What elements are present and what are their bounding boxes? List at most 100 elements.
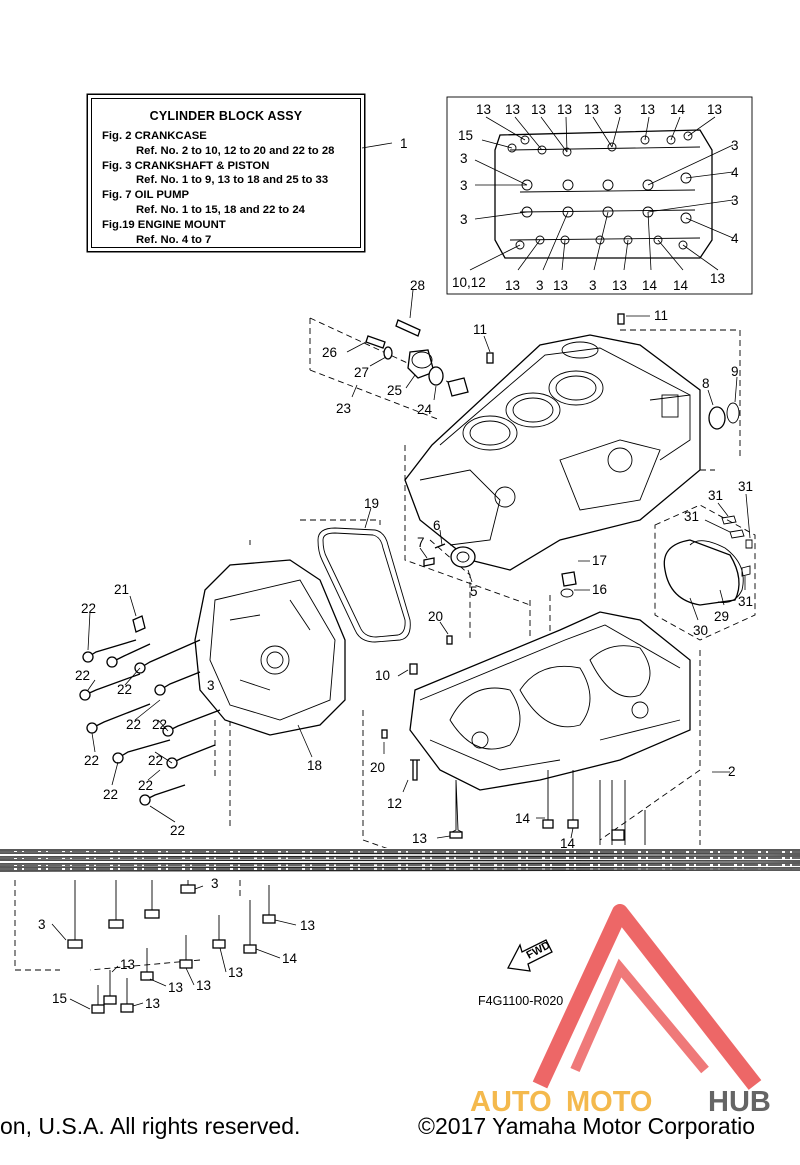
callout-4: 4 — [731, 165, 739, 180]
callout-9: 9 — [731, 364, 739, 379]
callout-13: 13 — [710, 271, 725, 286]
reference-line: Ref. No. 1 to 9, 13 to 18 and 25 to 33 — [136, 174, 329, 187]
callout-3: 3 — [731, 138, 739, 153]
callout-16: 16 — [592, 582, 607, 597]
callout-21: 21 — [114, 582, 129, 597]
callout-30: 30 — [693, 623, 708, 638]
reference-line: Fig. 2 CRANKCASE — [102, 130, 207, 142]
callout-3: 3 — [536, 278, 544, 293]
callout-13: 13 — [196, 978, 211, 993]
callout-3: 3 — [589, 278, 597, 293]
callout-26: 26 — [322, 345, 337, 360]
callout-3: 3 — [614, 102, 622, 117]
drawing-code: F4G1100-R020 — [478, 994, 563, 1008]
reference-line: Fig. 3 CRANKSHAFT & PISTON — [102, 159, 270, 172]
reference-line: Ref. No. 2 to 10, 12 to 20 and 22 to 28 — [136, 144, 335, 157]
callout-13: 13 — [557, 102, 572, 117]
callout-22: 22 — [170, 823, 185, 838]
callout-13: 13 — [300, 918, 315, 933]
callout-3: 3 — [731, 193, 739, 208]
callout-31: 31 — [684, 509, 699, 524]
callout-31: 31 — [738, 479, 753, 494]
callout-5: 5 — [470, 584, 478, 599]
callout-3: 3 — [460, 151, 468, 166]
crankcase-bolts — [449, 770, 646, 845]
callout-11: 11 — [473, 322, 487, 337]
watermark-moto: MOTO — [566, 1086, 652, 1118]
callout-22: 22 — [126, 717, 141, 732]
callout-4: 4 — [731, 231, 739, 246]
watermark-auto: AUTO — [470, 1086, 552, 1118]
reference-box-lines: Fig. 2 CRANKCASE Ref. No. 2 to 10, 12 to… — [102, 129, 360, 247]
reference-box: CYLINDER BLOCK ASSY Fig. 2 CRANKCASE Ref… — [91, 98, 361, 248]
crankcase — [409, 611, 691, 791]
callout-13: 13 — [476, 102, 491, 117]
callout-15: 15 — [52, 991, 67, 1006]
callout-8: 8 — [702, 376, 710, 391]
callout-22: 22 — [138, 778, 153, 793]
callout-3: 3 — [460, 212, 468, 227]
callout-20: 20 — [370, 760, 385, 775]
watermark-hub: HUB — [708, 1086, 771, 1118]
callout-13: 13 — [531, 102, 546, 117]
callout-13: 13 — [412, 831, 427, 846]
callout-13: 13 — [553, 278, 568, 293]
callout-14: 14 — [670, 102, 686, 117]
callout-1: 1 — [400, 136, 408, 151]
callout-28: 28 — [410, 278, 425, 293]
callout-11: 11 — [654, 308, 668, 323]
callout-22: 22 — [75, 668, 90, 683]
callout-24: 24 — [417, 402, 433, 417]
copyright-left: on, U.S.A. All rights reserved. — [0, 1113, 301, 1139]
callout-22: 22 — [81, 601, 96, 616]
callout-10-12: 10,12 — [452, 275, 486, 290]
bolts-22 — [79, 639, 221, 806]
callout-3: 3 — [207, 678, 215, 693]
callout-3: 3 — [460, 178, 468, 193]
callout-13: 13 — [505, 278, 520, 293]
callout-13: 13 — [707, 102, 722, 117]
copyright-right: ©2017 Yamaha Motor Corporatio — [418, 1113, 756, 1139]
reference-line: Ref. No. 4 to 7 — [136, 233, 212, 246]
callout-19: 19 — [364, 496, 379, 511]
callout-14: 14 — [642, 278, 658, 293]
callout-31: 31 — [738, 594, 753, 609]
callout-13: 13 — [612, 278, 627, 293]
reference-line: Fig.19 ENGINE MOUNT — [102, 218, 226, 231]
small-parts-top: 28 26 27 25 24 23 11 11 8 9 — [322, 278, 740, 430]
reference-line: Ref. No. 1 to 15, 18 and 22 to 24 — [136, 203, 305, 216]
callout-14: 14 — [282, 951, 298, 966]
automotohub-watermark: AUTO MOTO HUB — [470, 904, 771, 1118]
reference-box-title: CYLINDER BLOCK ASSY — [149, 109, 303, 123]
callout-13: 13 — [505, 102, 520, 117]
exhaust-cover — [194, 559, 346, 736]
callout-27: 27 — [354, 365, 369, 380]
callout-13: 13 — [228, 965, 243, 980]
callout-15: 15 — [458, 128, 473, 143]
callout-3: 3 — [211, 876, 219, 891]
callout-22: 22 — [103, 787, 118, 802]
scan-tear-band — [0, 848, 800, 874]
callout-13: 13 — [120, 957, 135, 972]
reference-line: Fig. 7 OIL PUMP — [102, 189, 190, 202]
callout-22: 22 — [148, 753, 163, 768]
callout-13: 13 — [640, 102, 655, 117]
callout-2: 2 — [728, 764, 736, 779]
callout-20: 20 — [428, 609, 443, 624]
lower-bolts — [67, 880, 276, 1014]
callout-12: 12 — [387, 796, 402, 811]
cylinder-block — [404, 334, 701, 571]
callout-31: 31 — [708, 488, 723, 503]
callout-14: 14 — [515, 811, 531, 826]
callout-22: 22 — [152, 717, 167, 732]
callout-3: 3 — [38, 917, 46, 932]
callout-14: 14 — [560, 836, 576, 851]
callout-14: 14 — [673, 278, 689, 293]
callout-22: 22 — [117, 682, 132, 697]
bolt-sequence-inset: 13 13 13 13 13 3 13 14 13 15 3 3 3 3 4 3… — [446, 96, 753, 295]
callout-10: 10 — [375, 668, 390, 683]
callout-13: 13 — [145, 996, 160, 1011]
callout-17: 17 — [592, 553, 607, 568]
callout-25: 25 — [387, 383, 402, 398]
